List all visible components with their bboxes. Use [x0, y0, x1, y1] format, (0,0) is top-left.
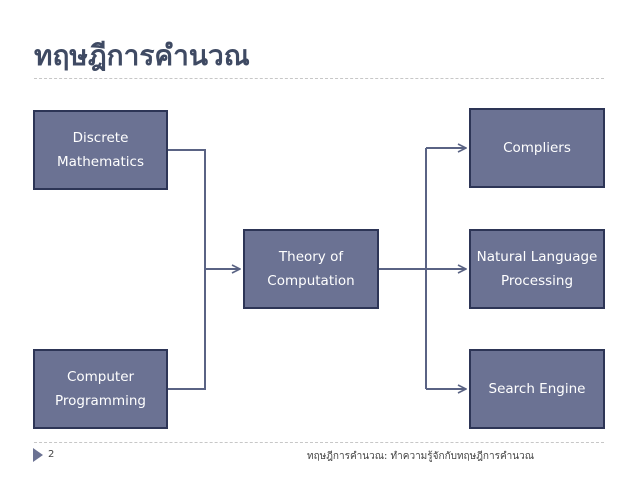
box-label-line: Compliers — [503, 140, 571, 156]
box-label-line: Search Engine — [488, 381, 586, 397]
slide-title: ทฤษฎีการคำนวณ — [34, 39, 250, 72]
box-discrete-mathematics: Discrete Mathematics — [33, 110, 168, 190]
page-number: 2 — [48, 449, 55, 460]
box-label-line: Discrete — [72, 130, 129, 146]
box-label-line: Processing — [500, 273, 574, 289]
box-label-line: Computer — [66, 369, 135, 385]
box-label-line: Theory of — [278, 249, 344, 265]
connector-programming — [168, 269, 206, 390]
bottom-divider — [34, 442, 604, 443]
box-theory-of-computation: Theory of Computation — [243, 229, 379, 309]
box-natural-language-processing: Natural Language Processing — [469, 229, 605, 309]
box-label-line: Natural Language — [476, 249, 598, 265]
box-label-line: Programming — [55, 393, 146, 409]
box-search-engine: Search Engine — [469, 349, 605, 429]
connector-discrete — [168, 149, 206, 269]
box-label-line: Computation — [267, 273, 355, 289]
top-divider — [34, 78, 604, 79]
box-computer-programming: Computer Programming — [33, 349, 168, 429]
footer-text: ทฤษฎีการคำนวณ: ทำความรู้จักกับทฤษฎีการคำ… — [306, 451, 534, 462]
box-label-line: Mathematics — [57, 154, 144, 170]
triangle-bullet-icon — [33, 448, 43, 462]
box-compliers: Compliers — [469, 108, 605, 188]
